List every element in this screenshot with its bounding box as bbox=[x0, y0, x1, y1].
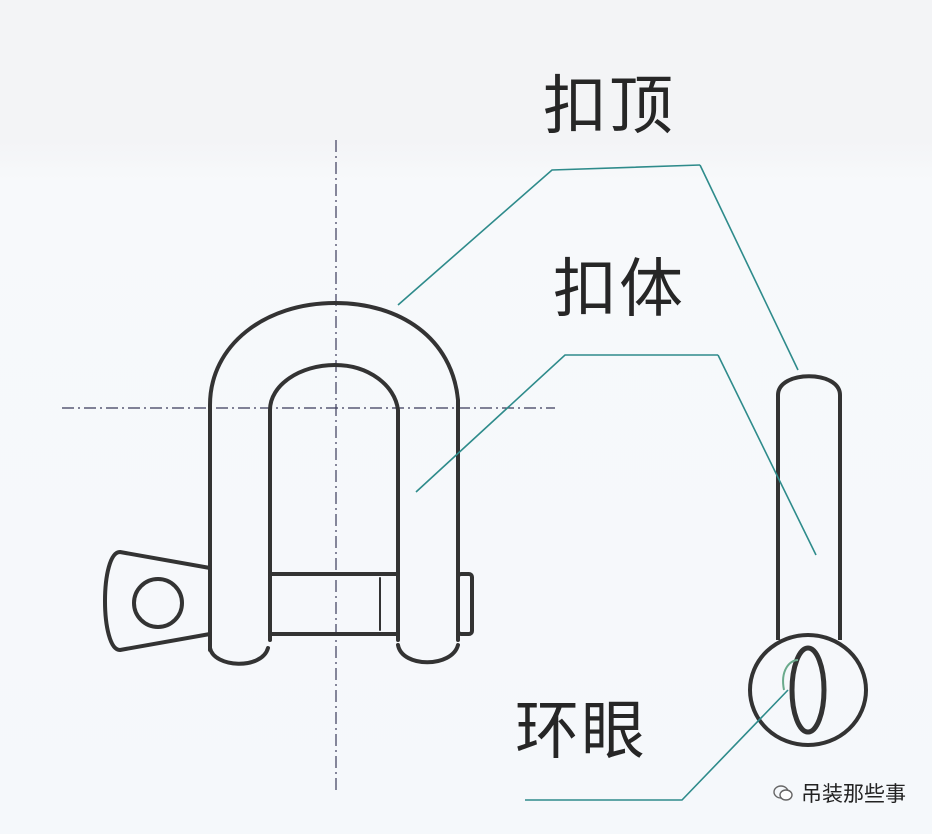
right-leg-bottom bbox=[396, 643, 460, 665]
wechat-icon bbox=[773, 785, 793, 801]
label-shackle-eye: 环眼 bbox=[515, 695, 647, 769]
leader-top-side bbox=[699, 164, 799, 371]
side-view-eye-highlight bbox=[782, 659, 799, 691]
side-view-body bbox=[776, 374, 842, 640]
leader-top-front bbox=[397, 164, 701, 306]
shackle-front-view bbox=[103, 301, 474, 666]
left-leg-bottom bbox=[208, 646, 270, 666]
center-lines bbox=[62, 140, 555, 790]
watermark: 吊装那些事 bbox=[773, 778, 906, 808]
label-shackle-body: 扣体 bbox=[553, 253, 685, 327]
leader-body-front bbox=[415, 354, 718, 493]
side-view-pin bbox=[789, 645, 827, 735]
shackle-side-view bbox=[748, 374, 868, 747]
label-shackle-top: 扣顶 bbox=[543, 70, 675, 144]
pin-eye-lug bbox=[103, 550, 212, 652]
leader-lines bbox=[397, 164, 817, 801]
shackle-bow-outer bbox=[208, 301, 460, 652]
watermark-text: 吊装那些事 bbox=[801, 782, 906, 806]
side-view-eye-ring bbox=[748, 633, 868, 747]
pin-end bbox=[456, 572, 474, 636]
shackle-bow-inner bbox=[268, 363, 400, 642]
leader-eye bbox=[525, 689, 789, 801]
pin-eye-hole bbox=[132, 577, 184, 629]
leader-body-side bbox=[717, 354, 817, 556]
